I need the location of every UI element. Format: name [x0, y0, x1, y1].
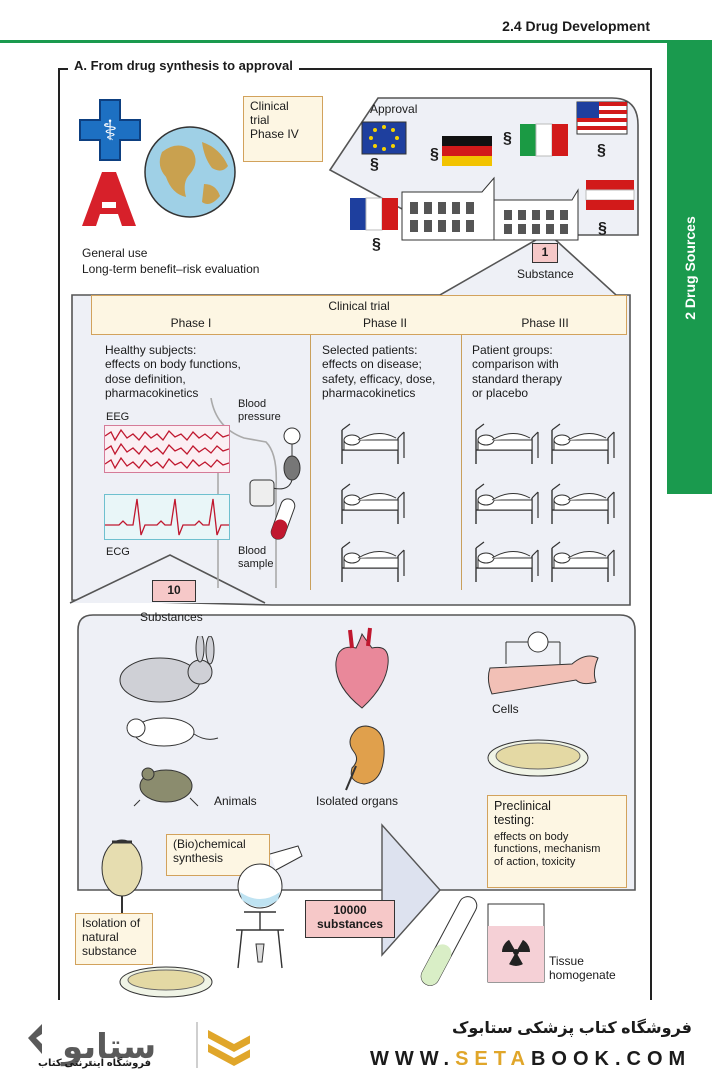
blood-pressure-cuff-icon [249, 427, 301, 507]
substance-count-box: 1 [532, 243, 558, 263]
clinical-trial-header [91, 295, 627, 335]
store-name: فروشگاه کتاب پزشکی ستابوک [451, 1020, 692, 1037]
austria-flag-icon [585, 180, 635, 210]
substance-count-label: Substance [517, 267, 574, 281]
chapter-side-tab: 2 Drug Sources [667, 42, 712, 494]
paragraph-mark-5: § [598, 220, 607, 237]
italy-flag-icon [520, 123, 568, 157]
frog-icon [133, 767, 199, 807]
phase-column-divider-2 [461, 335, 462, 590]
preclinical-testing-box: Preclinical testing: effects on body fun… [487, 795, 627, 888]
store-url[interactable]: WWW.SETABOOK.COM [370, 1048, 691, 1071]
ecg-label: ECG [106, 546, 130, 558]
usa-flag-icon [576, 101, 628, 135]
arrow-into-phase [69, 554, 266, 604]
paragraph-mark-4: § [597, 142, 606, 159]
tissue-homogenate-label: Tissue homogenate [549, 954, 616, 983]
phase-iv-label: Clinical trial Phase IV [243, 96, 323, 162]
ten-substances-label: Substances [140, 610, 203, 624]
kidney-icon [345, 725, 385, 791]
arrow-into-preclinical [381, 823, 441, 957]
france-flag-icon [350, 197, 398, 231]
blood-sample-label: Blood sample [238, 545, 274, 570]
setabook-logo-icon: ستابو [28, 1022, 250, 1068]
cells-label: Cells [492, 702, 519, 716]
pharmacy-cross-icon: ⚕ [79, 99, 141, 161]
store-url-prefix: WWW. [370, 1048, 456, 1070]
phase-2-description: Selected patients: effects on disease; s… [322, 343, 436, 401]
footer-bar [0, 1000, 712, 1080]
phase-3-description: Patient groups: comparison with standard… [472, 343, 563, 401]
bottom-petri-dish-icon [119, 966, 213, 998]
paragraph-mark-6: § [372, 236, 381, 253]
eeg-label: EEG [106, 411, 130, 423]
phase-column-divider-1 [310, 335, 311, 590]
blood-pressure-label: Blood pressure [238, 398, 281, 423]
flask-apparatus-icon [236, 845, 303, 969]
phase-1-header: Phase I [170, 316, 212, 330]
petri-dish-icon [487, 739, 589, 777]
ten-thousand-substances-box: 10000 substances [305, 900, 395, 938]
svg-text:⚕: ⚕ [102, 114, 117, 147]
phase-1-description: Healthy subjects: effects on body functi… [105, 343, 241, 401]
approval-label: Approval [370, 102, 418, 116]
patient-beds-grid [336, 418, 626, 588]
eu-flag-icon [361, 121, 407, 155]
isolation-natural-substance-label: Isolation of natural substance [75, 913, 153, 965]
store-url-suffix: BOOK.COM [530, 1048, 692, 1070]
tissue-homogenate-beaker-icon [487, 903, 545, 983]
figure-frame [58, 68, 652, 1008]
section-title: A. From drug synthesis to approval [68, 58, 299, 73]
poppy-capsule-icon [101, 839, 143, 918]
store-url-accent: SETA [455, 1048, 531, 1070]
page-header-title: 2.4 Drug Development [502, 18, 650, 34]
preclinical-testing-desc: effects on body functions, mechanism of … [494, 830, 601, 869]
general-use-text: General use [82, 246, 148, 260]
paragraph-mark-1: § [370, 156, 379, 173]
ten-substances-box: 10 [152, 580, 196, 602]
paragraph-mark-2: § [430, 146, 439, 163]
eeg-chart [104, 425, 230, 473]
regulatory-building-icon [401, 176, 579, 241]
clinical-trial-title: Clinical trial [328, 299, 390, 313]
rat-icon [126, 717, 219, 747]
svg-text:ستابو: ستابو [60, 1027, 156, 1067]
animals-label: Animals [214, 794, 257, 808]
phase-2-header: Phase II [362, 316, 408, 330]
isolated-organs-label: Isolated organs [316, 794, 399, 808]
test-tube-icon [420, 896, 478, 986]
heart-icon [335, 627, 389, 709]
preclinical-testing-title: Preclinical testing: [494, 799, 551, 828]
vessel-measurement-icon [487, 631, 599, 695]
logo-tagline: فروشگاه اینترنتی کتاب [38, 1058, 152, 1069]
rabbit-icon [119, 636, 215, 703]
blood-sample-tube-icon [270, 498, 296, 540]
header-rule [0, 40, 712, 43]
chapter-side-tab-label: 2 Drug Sources [681, 216, 698, 320]
long-term-evaluation-text: Long-term benefit–risk evaluation [82, 262, 260, 276]
globe-icon [144, 126, 236, 218]
ecg-chart [104, 494, 230, 540]
germany-flag-icon [442, 136, 492, 166]
apotheke-a-icon [82, 172, 136, 226]
paragraph-mark-3: § [503, 130, 512, 147]
phase-3-header: Phase III [521, 316, 569, 330]
